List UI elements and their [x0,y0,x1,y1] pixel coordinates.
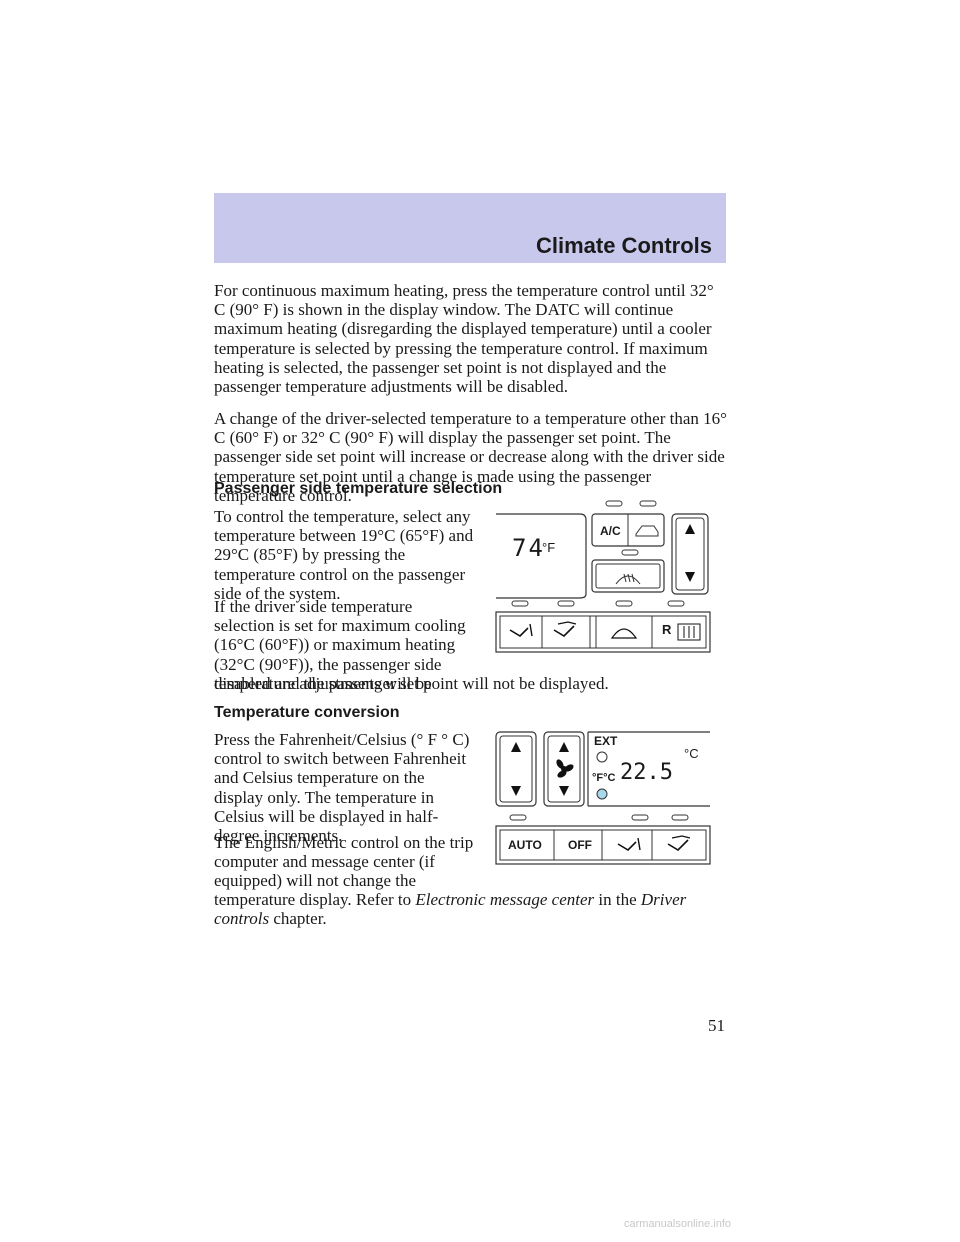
chapter-title: Climate Controls [535,233,712,258]
paragraph-refer: temperature display. Refer to Electronic… [214,890,687,929]
conversion-display-unit: °C [684,746,699,761]
watermark: carmanualsonline.info [624,1218,732,1230]
chapter-header-band: Climate Controls [214,193,726,263]
paragraph-fc-control: Press the Fahrenheit/Celsius (° F ° C) c… [214,730,470,846]
paragraph-driver-change: A change of the driver-selected temperat… [214,409,727,505]
passenger-display-value: 74 [512,534,545,562]
passenger-panel-illustration: 74 °F A/C R [492,496,714,656]
ext-button-label: EXT [594,734,618,748]
conversion-display-value: 22.5 [620,760,673,785]
off-button-label: OFF [568,838,592,852]
paragraph-passenger-disabled-end: disabled and the passenger set point wil… [214,674,609,693]
ac-button-label: A/C [600,524,621,538]
conversion-panel-illustration: EXT °F°C 22.5 °C AUTO OFF [492,728,714,868]
paragraph-passenger-control: To control the temperature, select any t… [214,507,474,603]
heading-passenger-side: Passenger side temperature selection [214,480,503,497]
page-number: 51 [708,1016,725,1035]
auto-button-label: AUTO [508,838,542,852]
paragraph-english-metric: The English/Metric control on the trip c… [214,833,474,891]
paragraph-max-heating: For continuous maximum heating, press th… [214,281,714,397]
heading-temperature-conversion: Temperature conversion [214,704,400,721]
fc-button-label: °F°C [592,772,616,784]
rear-defrost-label: R [662,622,672,637]
paragraph-passenger-disabled: If the driver side temperature selection… [214,597,466,693]
passenger-display-unit: °F [542,540,556,555]
